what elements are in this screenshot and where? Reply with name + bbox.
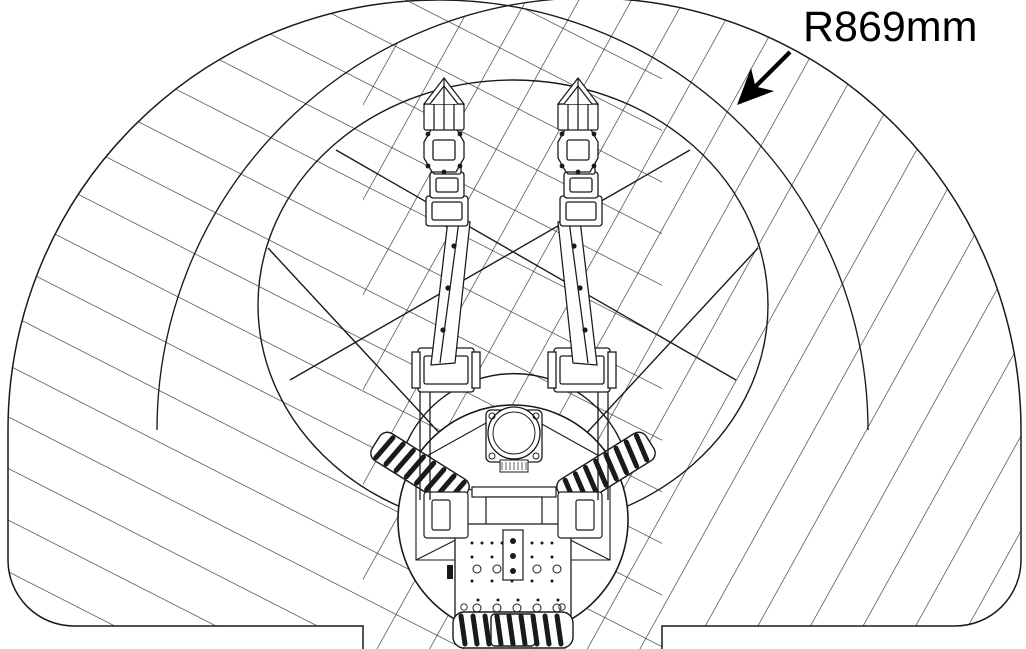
omni-wheel-rear [452,611,574,649]
envelope-outlines [7,0,1022,649]
right-arm-gripper-hub [557,127,599,175]
left-envelope-far-arc [437,0,869,431]
center-column [502,529,524,581]
deck-side-tab [447,565,453,579]
right-manipulator-arm [547,76,617,500]
right-envelope-outline [621,0,1022,649]
radius-dimension-label: R869mm [803,3,978,51]
left-arm-gripper-fingers [422,76,466,131]
right-arm-wrist-joints [559,159,603,227]
overlap-crosshatch-right [513,0,662,649]
wheel-mount-brackets [423,491,603,539]
top-sensor-module [485,406,543,473]
robot-base-assembly [370,404,656,649]
left-arm-upper-link [430,219,471,366]
tangent-line-diag-b [335,149,737,381]
overlap-crosshatch-left [363,0,513,649]
tangent-line-diag-a [289,149,691,381]
right-envelope-far-arc [156,0,556,431]
right-arm-gripper-fingers [556,76,600,131]
base-clearance-arc [397,373,631,471]
right-arm-upper-link [557,219,598,366]
leader-arrow [737,50,792,105]
left-arm-gripper-hub [423,127,465,175]
left-manipulator-arm [411,76,481,500]
left-envelope-outline [7,0,439,649]
